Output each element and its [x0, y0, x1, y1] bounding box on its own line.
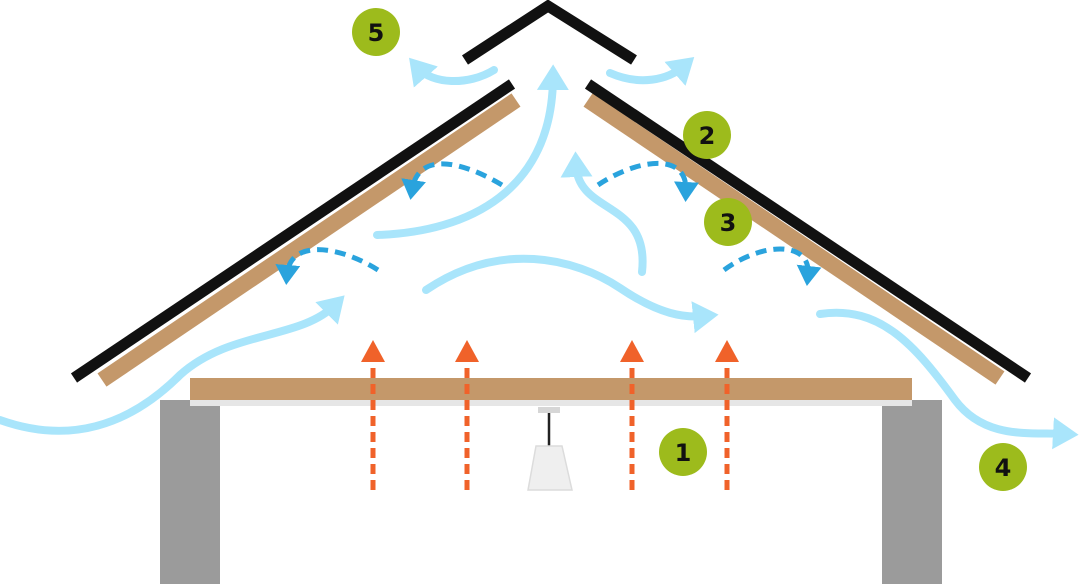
ridge-exhaust-left: [409, 57, 498, 88]
badge-3: 3: [704, 198, 752, 246]
badge-label: 4: [995, 454, 1012, 482]
badge-2: 2: [683, 111, 731, 159]
badge-4: 4: [979, 443, 1027, 491]
moisture-arrow: [401, 161, 504, 200]
heat-arrow: [455, 340, 479, 490]
moisture-arrow: [596, 160, 699, 202]
moisture-arrow: [722, 246, 822, 286]
heat-rise-arrows: [361, 340, 739, 490]
airflow-exit-eave: [816, 308, 1079, 450]
ridge-exhaust-right: [606, 57, 695, 86]
right-roof-shingle: [584, 79, 1032, 383]
ceiling-drywall: [190, 399, 912, 406]
right-wall: [882, 400, 942, 584]
left-roof-shingle: [70, 79, 516, 383]
heat-arrow: [361, 340, 385, 490]
airflow-rising: [560, 151, 647, 276]
right-roof-deck: [583, 93, 1005, 385]
badge-5: 5: [352, 8, 400, 56]
heat-arrow: [620, 340, 644, 490]
badge-1: 1: [659, 428, 707, 476]
heat-arrow: [715, 340, 739, 490]
moisture-arrow: [275, 247, 380, 285]
left-wall: [160, 400, 220, 584]
ceiling-lamp-icon: [527, 407, 573, 491]
ridge-vent-cap: [462, 0, 637, 65]
moisture-arrows: [275, 160, 822, 286]
soffit-intake-airflow: [0, 295, 345, 435]
badge-label: 5: [368, 19, 385, 47]
airflow-across-attic: [422, 254, 719, 334]
ceiling-joist: [190, 378, 912, 400]
airflow-arrows: [0, 57, 1079, 450]
badge-label: 1: [675, 439, 692, 467]
badge-label: 2: [699, 122, 716, 150]
badge-label: 3: [720, 209, 737, 237]
airflow-to-ridge: [373, 64, 569, 239]
left-roof-deck: [97, 93, 521, 387]
